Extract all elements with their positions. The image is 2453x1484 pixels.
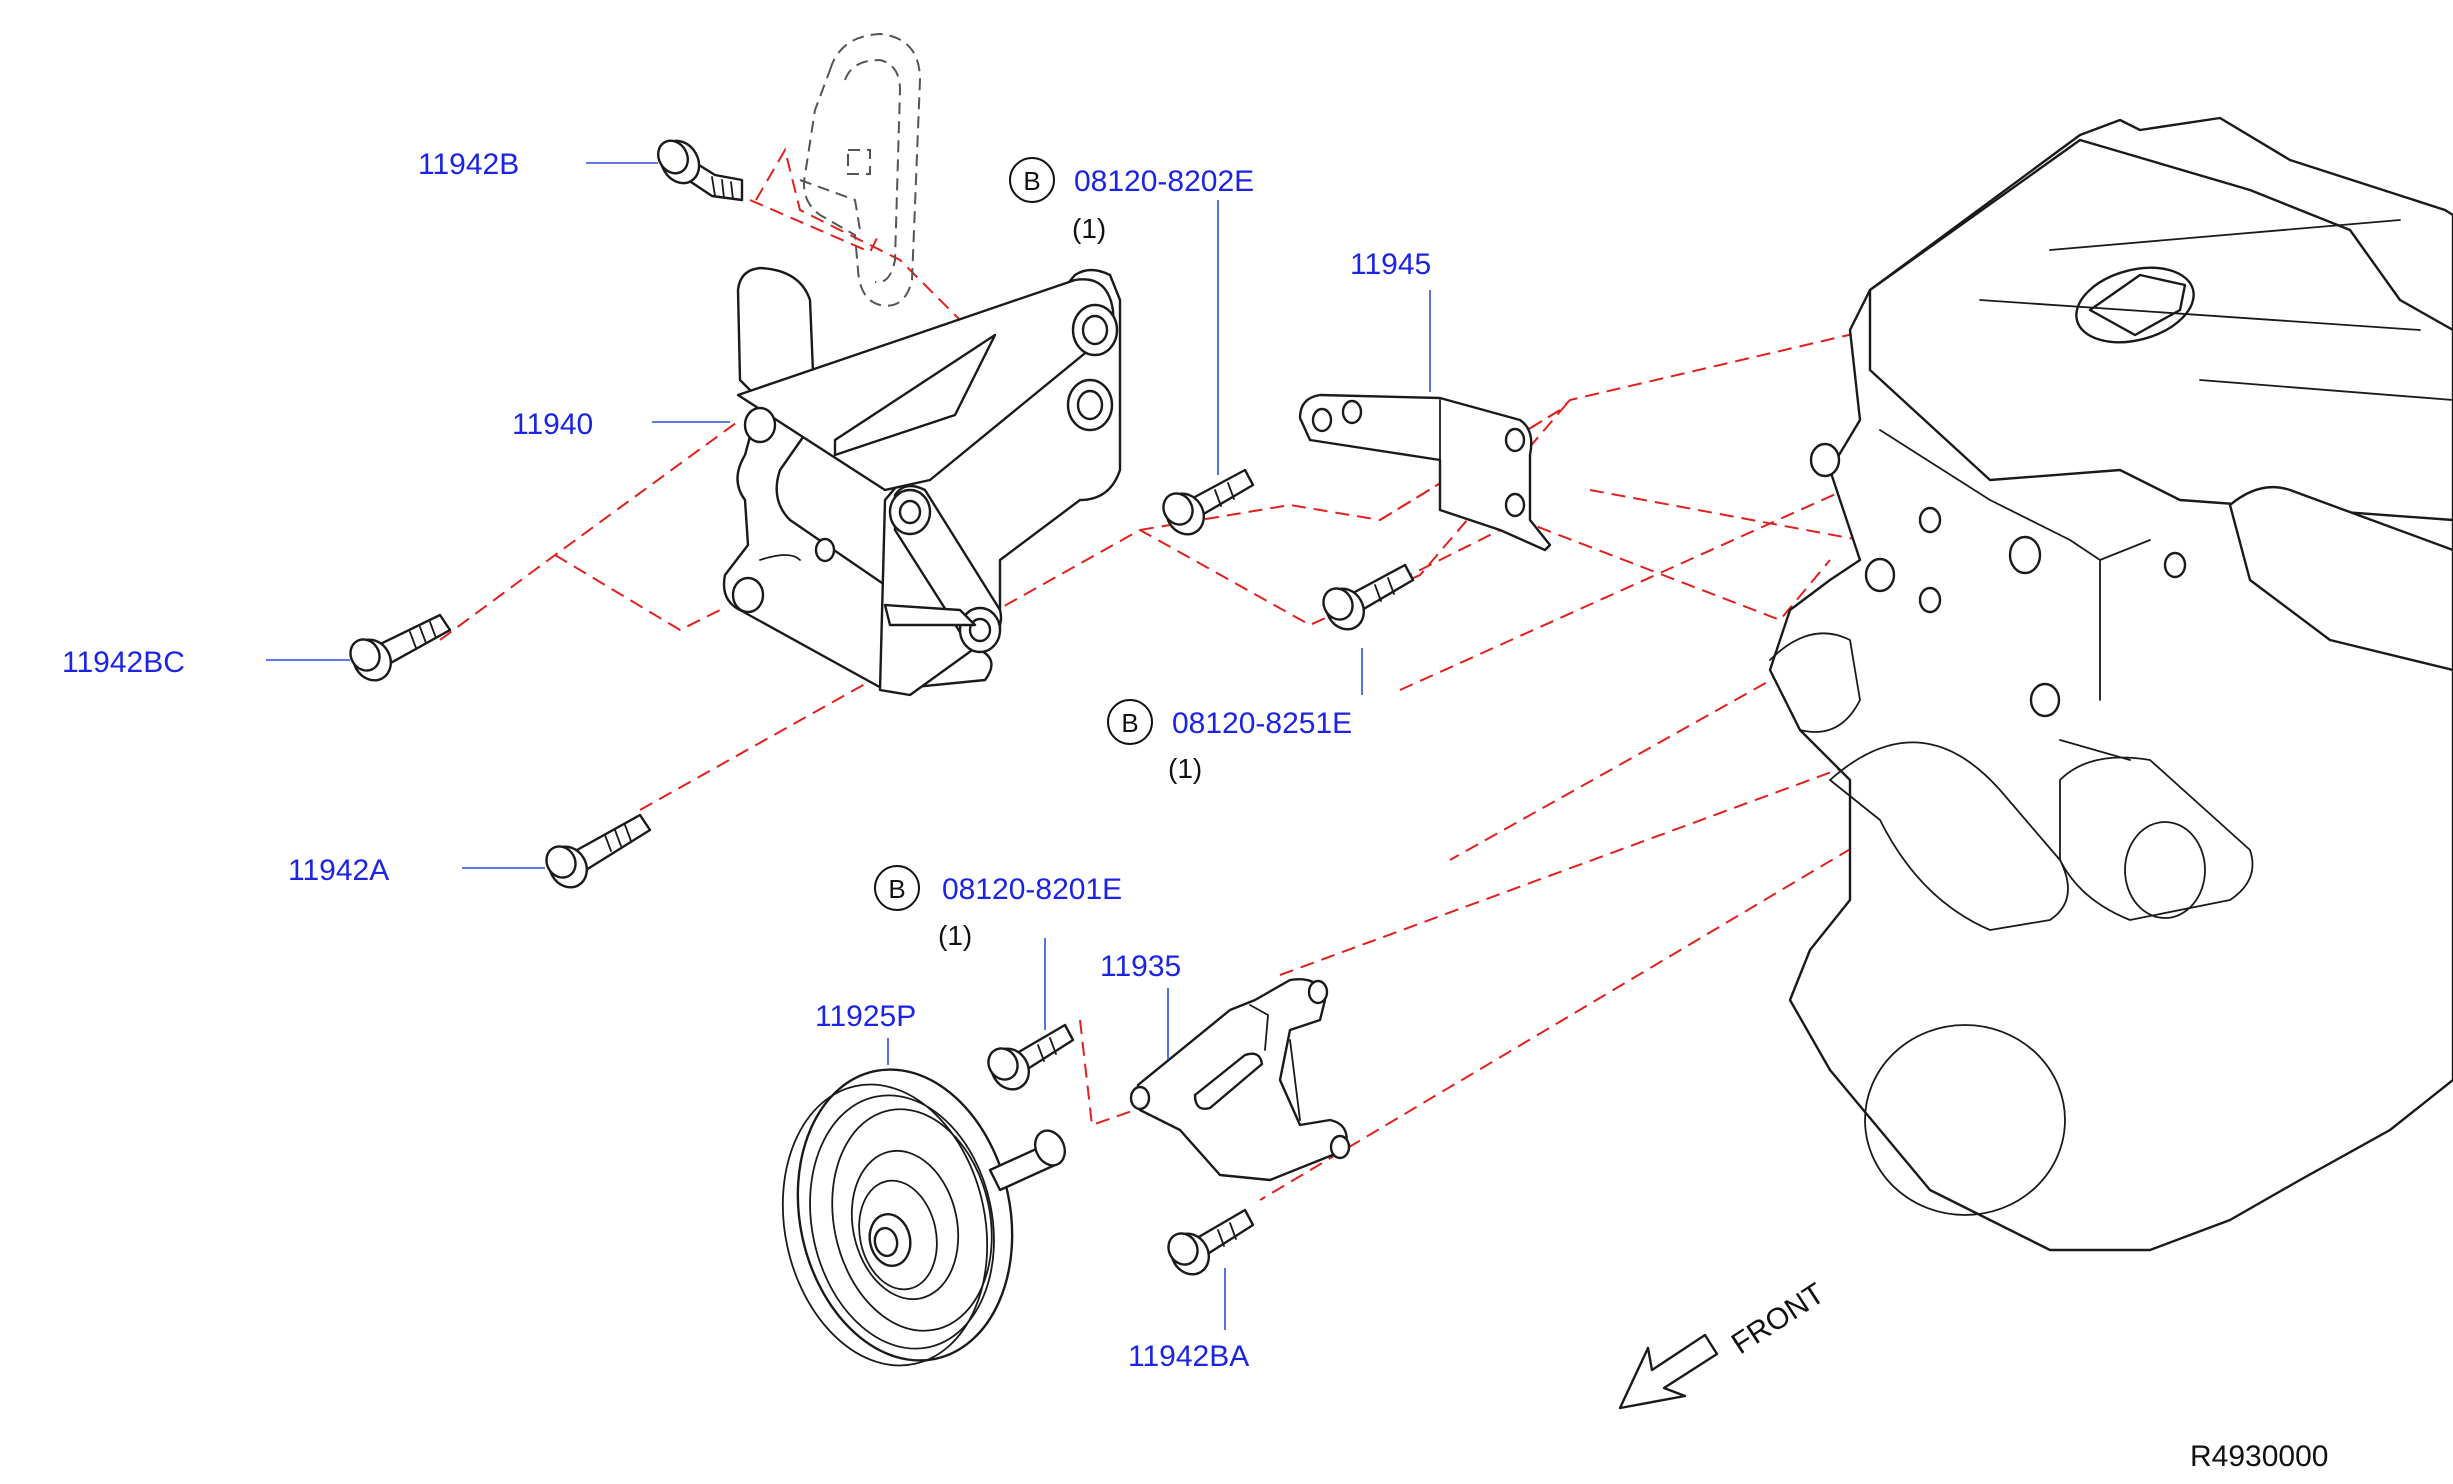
leader-lines <box>266 162 1431 1330</box>
label-11942a: 11942A <box>288 854 389 887</box>
front-direction-indicator: FRONT <box>1618 1277 1831 1410</box>
arrow-down-left-icon <box>1618 1333 1719 1410</box>
engine-block <box>1768 116 2453 1252</box>
callout-08120-8201e: B 08120-8201E (1) <box>874 865 1122 951</box>
b-marker: B <box>1023 166 1040 196</box>
label-11925p: 11925P <box>815 1000 916 1033</box>
b-marker: B <box>888 874 905 904</box>
label-11942bc: 11942BC <box>62 646 185 679</box>
callout-08120-8202e: B 08120-8202E (1) <box>1009 157 1254 244</box>
bolt-11942bc <box>349 613 452 682</box>
label-08120-8251e: 08120-8251E <box>1172 707 1352 740</box>
label-11942ba: 11942BA <box>1128 1340 1249 1373</box>
ghost-compressor-bracket <box>799 32 922 307</box>
bolt-08120-8202e <box>1162 468 1255 536</box>
bolt-11942ba <box>1167 1208 1255 1276</box>
front-label: FRONT <box>1726 1277 1831 1361</box>
label-11935: 11935 <box>1100 950 1181 983</box>
callout-08120-8251e: B 08120-8251E (1) <box>1107 699 1352 784</box>
label-11942b: 11942B <box>418 148 519 181</box>
label-11940: 11940 <box>512 408 593 441</box>
bolt-08120-8251e <box>1322 563 1415 631</box>
label-08120-8202e: 08120-8202E <box>1074 165 1254 198</box>
idler-pulley-11925p <box>781 1068 1066 1367</box>
idler-bracket-11935 <box>1129 978 1351 1182</box>
label-11945: 11945 <box>1350 248 1431 281</box>
bolt-11942b <box>656 139 744 202</box>
label-08120-8201e: 08120-8201E <box>942 873 1122 906</box>
qty-08120-8201e: (1) <box>938 920 972 951</box>
bolt-11942a <box>545 813 652 889</box>
diagram-code: R4930000 <box>2190 1440 2328 1473</box>
main-bracket-11940 <box>722 266 1122 697</box>
bracket-11945 <box>1298 393 1552 552</box>
qty-08120-8202e: (1) <box>1072 213 1106 244</box>
bolt-08120-8201e <box>987 1023 1075 1091</box>
qty-08120-8251e: (1) <box>1168 753 1202 784</box>
b-marker: B <box>1121 708 1138 738</box>
